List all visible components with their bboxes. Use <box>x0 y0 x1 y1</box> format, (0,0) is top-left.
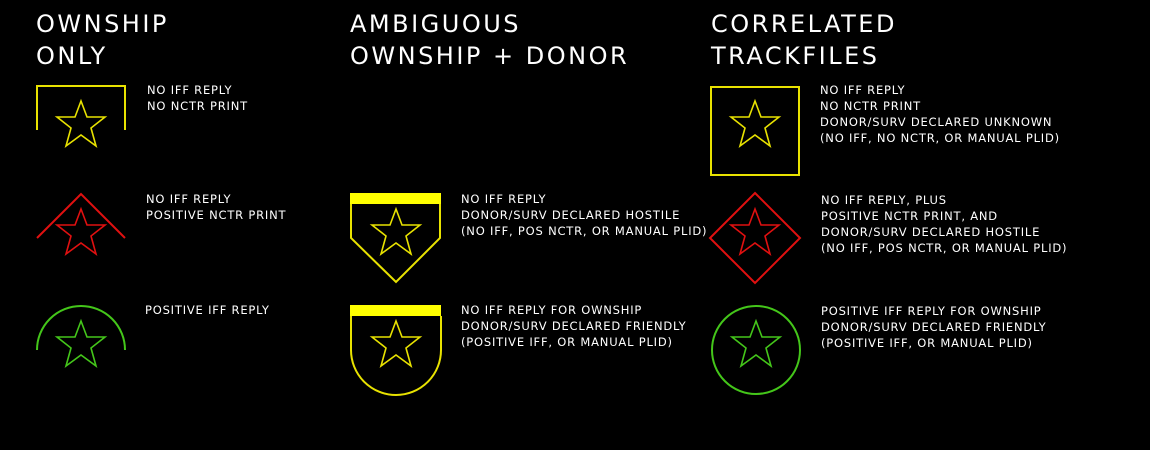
ambiguous-hostile-label: NO IFF REPLY DONOR/SURV DECLARED HOSTILE… <box>461 192 708 238</box>
ownship-unknown-label: NO IFF REPLY NO NCTR PRINT <box>147 83 248 113</box>
open-box-unknown-icon <box>36 85 126 149</box>
closed-box-unknown-icon <box>710 86 800 176</box>
open-diamond-hostile-icon <box>36 192 126 257</box>
column-header-correlated: CORRELATED TRACKFILES <box>711 10 897 70</box>
ownship-friendly-label: POSITIVE IFF REPLY <box>145 303 270 317</box>
correlated-friendly-label: POSITIVE IFF REPLY FOR OWNSHIP DONOR/SUR… <box>821 304 1047 350</box>
ambiguous-friendly-label: NO IFF REPLY FOR OWNSHIP DONOR/SURV DECL… <box>461 303 687 349</box>
ownship-hostile-label: NO IFF REPLY POSITIVE NCTR PRINT <box>146 192 287 222</box>
closed-circle-friendly-icon <box>711 305 801 395</box>
closed-diamond-hostile-icon <box>708 191 802 285</box>
ambiguous-hostile-icon <box>350 193 441 284</box>
ambiguous-friendly-icon <box>350 305 442 396</box>
column-header-ambiguous: AMBIGUOUS OWNSHIP + DONOR <box>350 10 630 70</box>
correlated-hostile-label: NO IFF REPLY, PLUS POSITIVE NCTR PRINT, … <box>821 193 1068 255</box>
column-header-ownship-only: OWNSHIP ONLY <box>36 10 169 70</box>
open-arc-friendly-icon <box>36 305 126 369</box>
correlated-unknown-label: NO IFF REPLY NO NCTR PRINT DONOR/SURV DE… <box>820 83 1060 145</box>
